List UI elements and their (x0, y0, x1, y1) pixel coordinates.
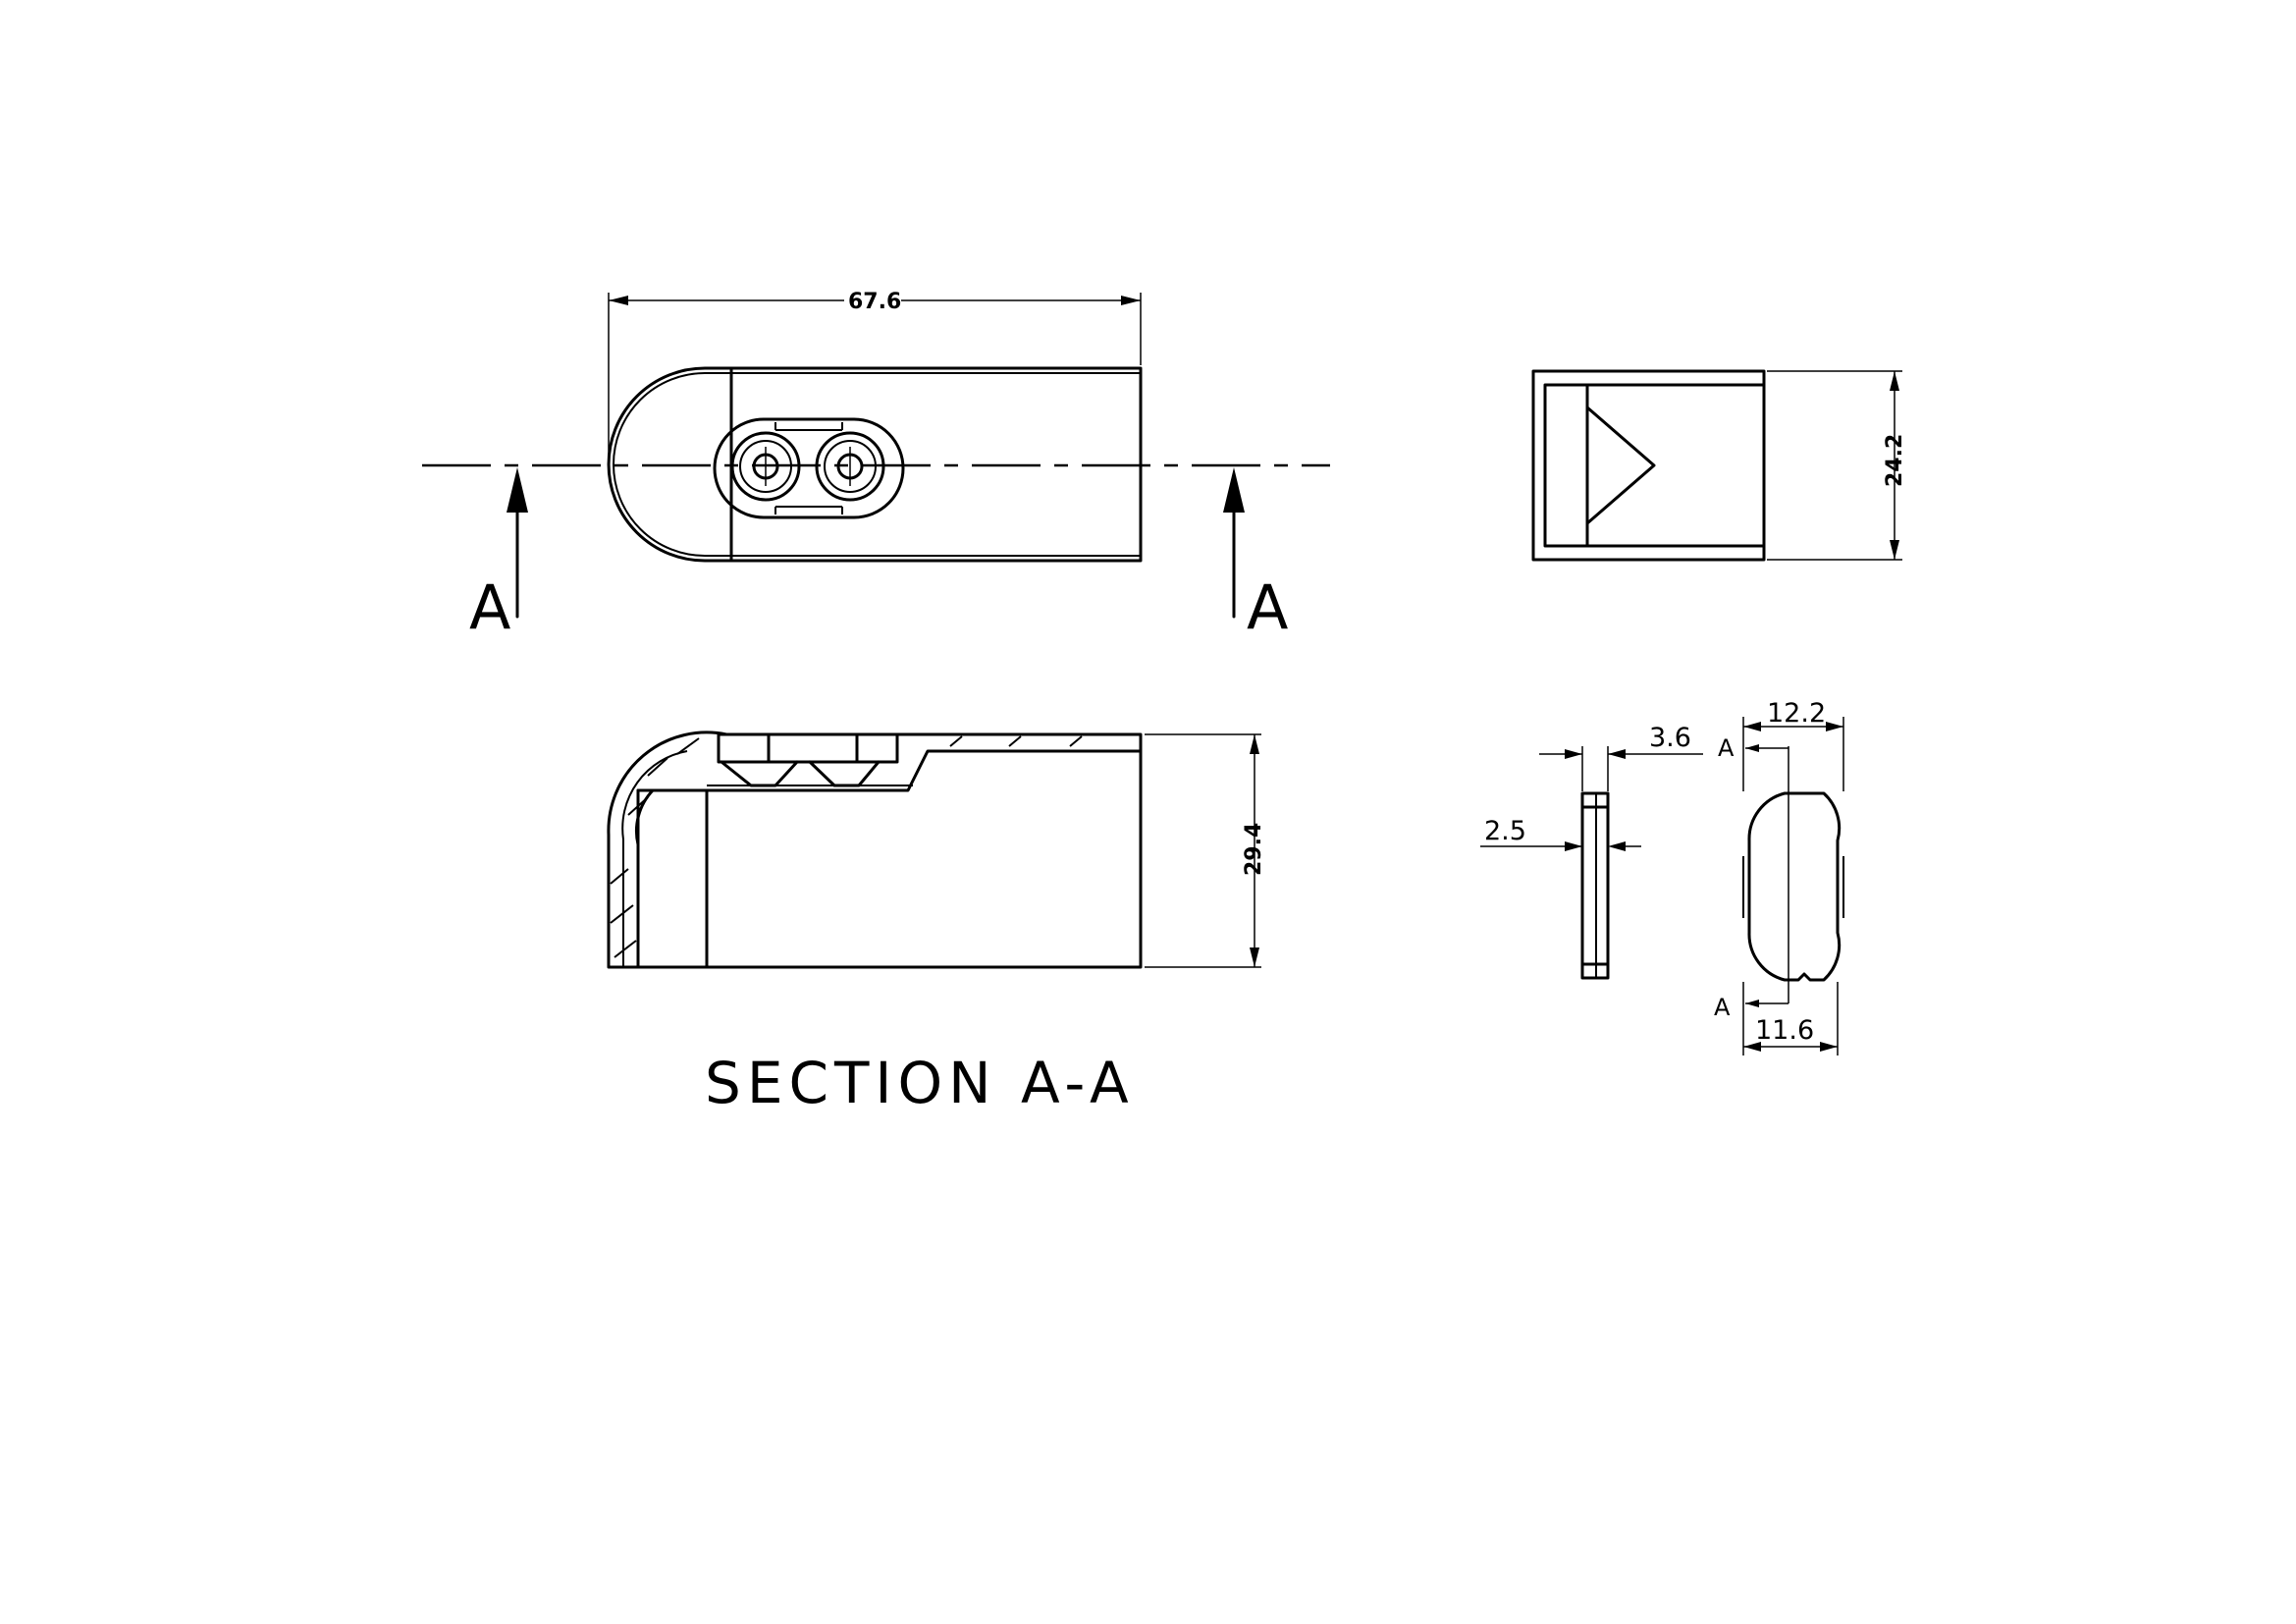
top-view: A A 67.6 (422, 290, 1330, 643)
svg-text:3.6: 3.6 (1649, 723, 1691, 753)
section-arrow-right (1223, 467, 1245, 619)
svg-text:29.4: 29.4 (1242, 823, 1266, 876)
section-marker-left: A (469, 571, 510, 643)
dimension-section-height: 29.4 (1145, 733, 1266, 968)
small-section-marker-bottom: A (1714, 994, 1731, 1021)
plate-section-view: 3.6 2.5 (1480, 723, 1703, 980)
counterbore-pockets (717, 732, 899, 787)
svg-text:11.6: 11.6 (1755, 1015, 1814, 1046)
slot-pocket-outline (713, 417, 905, 519)
svg-text:2.5: 2.5 (1484, 816, 1526, 846)
top-view-inner-edge (613, 372, 1141, 557)
section-view: 29.4 SECTION A-A (607, 731, 1266, 1116)
dimension-overall-length: 67.6 (608, 290, 1142, 461)
oval-section-line (1745, 744, 1789, 1007)
end-view-triangle (1585, 406, 1656, 525)
end-view-outline (1531, 369, 1766, 562)
section-arrow-left (507, 467, 528, 619)
dimension-plate-overall: 3.6 (1539, 723, 1703, 791)
svg-text:12.2: 12.2 (1767, 698, 1826, 729)
dimension-oval-bottom: 11.6 (1742, 982, 1839, 1056)
svg-text:67.6: 67.6 (848, 290, 901, 314)
section-inner-wall (634, 788, 719, 969)
dimension-plate-thickness: 2.5 (1480, 816, 1641, 851)
oval-outline (1747, 791, 1842, 982)
dimension-end-height: 24.2 (1767, 370, 1907, 561)
section-title: SECTION A-A (705, 1050, 1135, 1116)
end-view: 24.2 (1531, 369, 1907, 562)
section-marker-right: A (1247, 571, 1288, 643)
top-view-outline (607, 366, 1143, 563)
svg-text:24.2: 24.2 (1883, 434, 1907, 487)
top-slab-hatching (949, 735, 1083, 747)
dimension-oval-top: 12.2 (1742, 698, 1844, 791)
section-top-profile (715, 749, 1143, 792)
small-section-marker-top: A (1718, 734, 1735, 762)
oval-part-view: 12.2 11.6 A A (1714, 698, 1844, 1056)
